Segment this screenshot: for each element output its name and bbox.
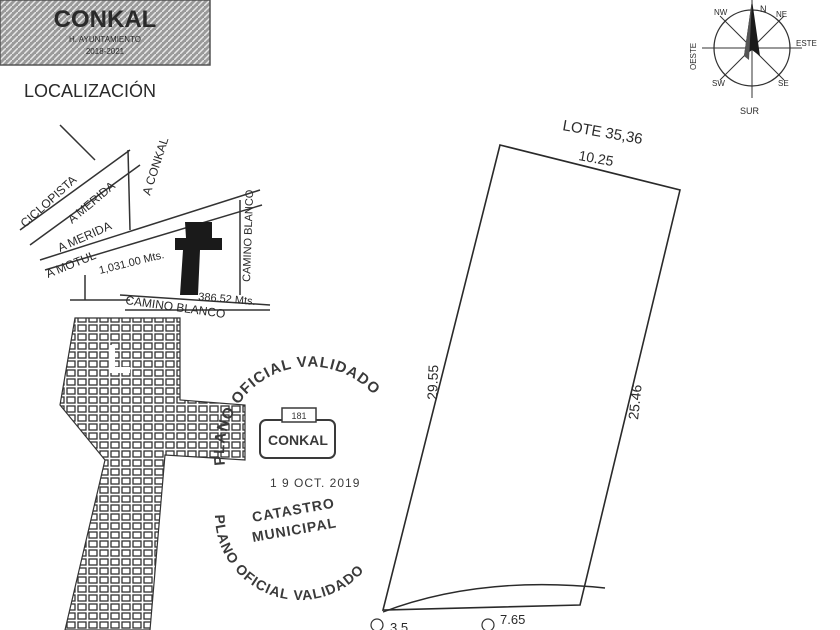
- localizacion-title: LOCALIZACIÓN: [24, 80, 156, 101]
- logo-text: CONKAL: [54, 6, 157, 33]
- stamp-logo-text: CONKAL: [268, 432, 328, 448]
- stamp-logo-top: 181: [291, 411, 306, 421]
- road-a-motul: A MOTUL: [44, 248, 98, 281]
- compass-s: SUR: [740, 106, 760, 116]
- lote-bottom-right-dimension: 7.65: [500, 612, 525, 627]
- road-a-merida-2: A MERIDA: [56, 219, 114, 255]
- lote-right-dimension: 25.46: [625, 384, 645, 421]
- lote-left-dimension: 29.55: [424, 364, 441, 400]
- distance-386: 386.52 Mts.: [198, 291, 256, 308]
- compass-ne: NE: [776, 10, 787, 19]
- logo-subtitle: H. AYUNTAMIENTO: [69, 35, 141, 44]
- compass-sw: SW: [712, 79, 725, 88]
- compass-e: ESTE: [796, 39, 817, 48]
- compass-nw: NW: [714, 8, 728, 17]
- lote-top-dimension: 10.25: [577, 147, 614, 169]
- compass-rose: N NW NE ESTE OESTE SW SE SUR: [689, 0, 817, 116]
- location-roads: [19, 124, 271, 311]
- header-logo: CONKAL H. AYUNTAMIENTO 2018-2021: [0, 0, 211, 66]
- compass-n: N: [760, 4, 767, 14]
- logo-years: 2018-2021: [86, 47, 125, 56]
- road-camino-blanco-vertical: CAMINO BLANCO: [241, 189, 256, 282]
- stamp-catastro-lower: CATASTRO MUNICIPAL PLANO OFICIAL VALIDAD…: [212, 495, 366, 603]
- road-a-conkal: A CONKAL: [140, 135, 172, 197]
- distance-1031: 1,031.00 Mts.: [98, 249, 166, 277]
- lot-location-marker: [175, 222, 222, 295]
- compass-w: OESTE: [689, 43, 698, 70]
- lote-polygon: [381, 144, 681, 613]
- subdivision-blocks: [59, 317, 246, 630]
- stamp-date: 1 9 OCT. 2019: [270, 476, 360, 490]
- compass-se: SE: [778, 79, 789, 88]
- lote-bottom-left-dimension: 3.5: [390, 620, 408, 630]
- lote-title: LOTE 35,36: [561, 117, 644, 148]
